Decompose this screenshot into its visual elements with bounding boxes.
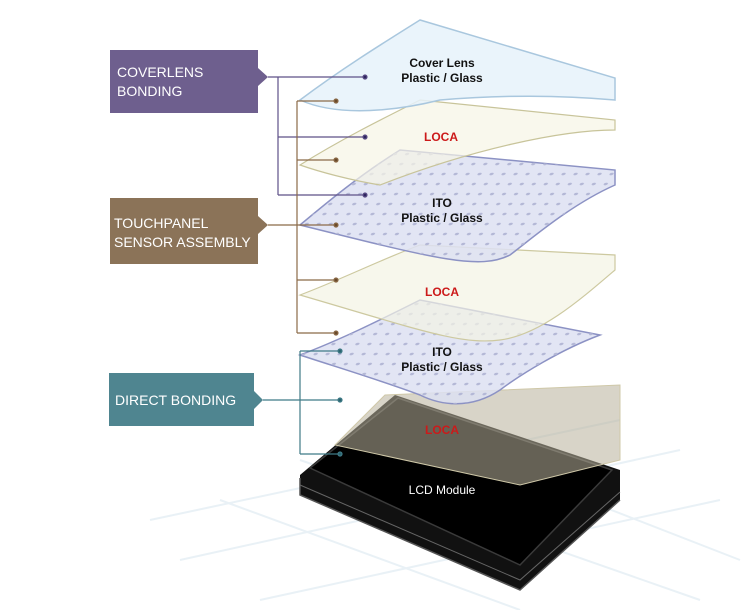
ito-label-1: ITO (432, 196, 452, 210)
loca-layer-3 (333, 384, 621, 486)
loca-label-3: LOCA (425, 423, 459, 437)
direct-bonding-label: DIRECT BONDING (109, 373, 263, 426)
cover-lens-layer (298, 19, 616, 112)
touchpanel-sensor-assembly-label: TOUCHPANEL SENSOR ASSEMBLY (110, 198, 268, 264)
lcd-module-label: LCD Module (409, 483, 476, 497)
ito-label-2: ITO (432, 345, 452, 359)
coverlens-connectors (268, 74, 368, 198)
loca-layer-1 (298, 99, 616, 186)
loca-layer-2 (298, 244, 616, 342)
ito-material-2: Plastic / Glass (401, 360, 483, 374)
svg-text:TOUCHPANEL: TOUCHPANEL (114, 215, 209, 231)
svg-text:COVERLENS: COVERLENS (117, 64, 203, 80)
cover-lens-material: Plastic / Glass (401, 71, 483, 85)
cover-lens-label: Cover Lens (409, 56, 475, 70)
svg-text:DIRECT BONDING: DIRECT BONDING (115, 392, 236, 408)
loca-label-1: LOCA (424, 130, 458, 144)
touchpanel-connectors (268, 98, 339, 336)
direct-bonding-connectors (263, 348, 343, 457)
coverlens-bonding-label: COVERLENS BONDING (110, 50, 268, 113)
svg-text:SENSOR ASSEMBLY: SENSOR ASSEMBLY (114, 234, 251, 250)
ito-material-1: Plastic / Glass (401, 211, 483, 225)
loca-label-2: LOCA (425, 285, 459, 299)
svg-text:BONDING: BONDING (117, 83, 182, 99)
